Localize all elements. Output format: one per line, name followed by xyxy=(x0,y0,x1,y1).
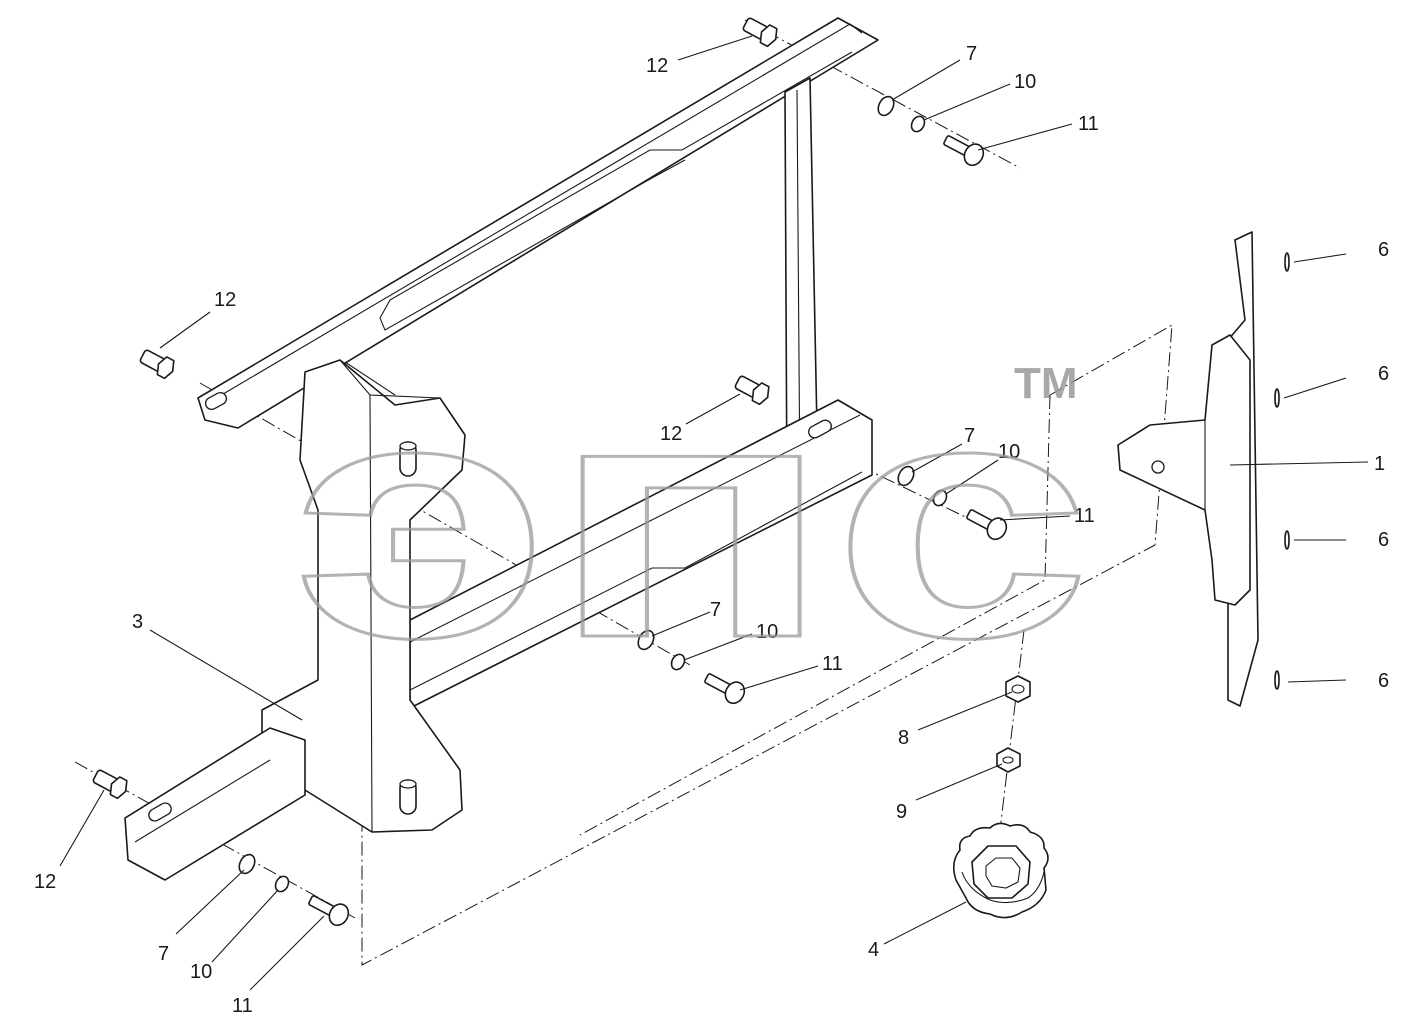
callout-10-bottom: 10 xyxy=(190,961,212,983)
callout-7-top: 7 xyxy=(966,43,977,65)
callout-6-c: 6 xyxy=(1378,529,1389,551)
callout-12-left: 12 xyxy=(214,289,236,311)
callout-11-top: 11 xyxy=(1078,113,1099,135)
watermark-trademark: TM xyxy=(1014,359,1078,408)
callout-9: 9 xyxy=(896,801,907,823)
callout-7-low: 7 xyxy=(710,599,721,621)
callout-10-low: 10 xyxy=(756,621,778,643)
hex-nut-9 xyxy=(996,747,1021,773)
callout-12-bottom: 12 xyxy=(34,871,56,893)
callout-12-top: 12 xyxy=(646,55,668,77)
lock-washers-10 xyxy=(274,115,948,893)
pins-6 xyxy=(1274,252,1290,690)
callout-10-top: 10 xyxy=(1014,71,1036,93)
callout-11-mid: 11 xyxy=(1074,505,1095,527)
star-knob-4 xyxy=(952,822,1049,919)
callout-1: 1 xyxy=(1374,453,1385,475)
mounting-plate xyxy=(1117,231,1259,707)
stud-upper xyxy=(399,441,417,477)
hex-nut-8 xyxy=(1005,675,1031,703)
callout-7-mid: 7 xyxy=(964,425,975,447)
flange-nuts-12 xyxy=(92,17,778,800)
callout-6-a: 6 xyxy=(1378,239,1389,261)
frame-bracket xyxy=(124,17,879,881)
callout-12-mid: 12 xyxy=(660,423,682,445)
callout-7-bottom: 7 xyxy=(158,943,169,965)
watermark-text: эпс xyxy=(292,329,1092,709)
leader-lines xyxy=(59,35,1369,991)
callout-6-b: 6 xyxy=(1378,363,1389,385)
callout-6-d: 6 xyxy=(1378,670,1389,692)
callout-8: 8 xyxy=(898,727,909,749)
callout-3: 3 xyxy=(132,611,143,633)
callout-11-bottom: 11 xyxy=(232,995,253,1017)
washers-7 xyxy=(238,95,915,875)
watermark-logo: эпс TM xyxy=(291,328,1094,711)
callout-labels: 12 7 10 11 12 12 7 10 11 7 10 11 3 1 6 6… xyxy=(34,43,1389,1017)
callout-11-low: 11 xyxy=(822,653,843,675)
callout-4: 4 xyxy=(868,939,879,961)
stud-lower xyxy=(399,779,417,815)
bolts-11 xyxy=(308,135,1008,927)
callout-10-mid: 10 xyxy=(998,441,1020,463)
